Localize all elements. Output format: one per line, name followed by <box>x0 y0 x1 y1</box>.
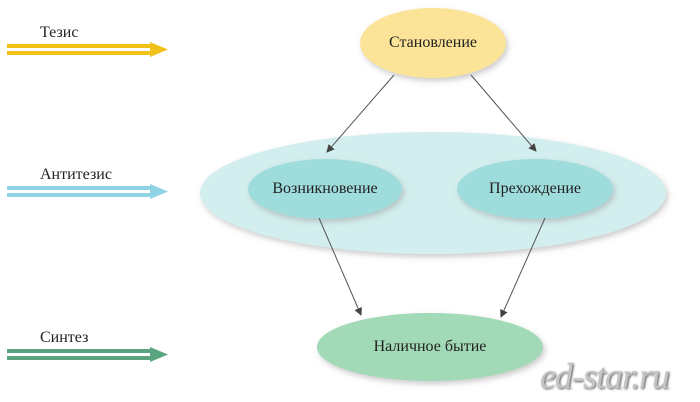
edge-passing-existence <box>500 217 546 318</box>
edge-arising-existence <box>318 217 362 316</box>
thesis-label: Тезис <box>40 24 79 41</box>
edge-becoming-passing <box>470 74 537 152</box>
existence-node: Наличное бытие <box>373 338 487 355</box>
becoming-ellipse <box>360 8 506 78</box>
arising-ellipse <box>248 159 402 219</box>
thesis-arrow-icon <box>7 42 168 57</box>
existence-ellipse <box>317 313 543 381</box>
edge-becoming-arising <box>326 74 395 153</box>
passing-node: Прехождение <box>489 180 581 197</box>
becoming-node: Становление <box>389 34 477 51</box>
antithesis-label: Антитезис <box>40 166 112 183</box>
watermark: ed-star.ru <box>540 356 670 396</box>
synthesis-label: Синтез <box>40 329 89 346</box>
passing-ellipse <box>457 159 613 219</box>
arising-node: Возникновение <box>272 180 378 197</box>
antithesis-arrow-icon <box>7 184 168 199</box>
synthesis-arrow-icon <box>7 347 168 362</box>
